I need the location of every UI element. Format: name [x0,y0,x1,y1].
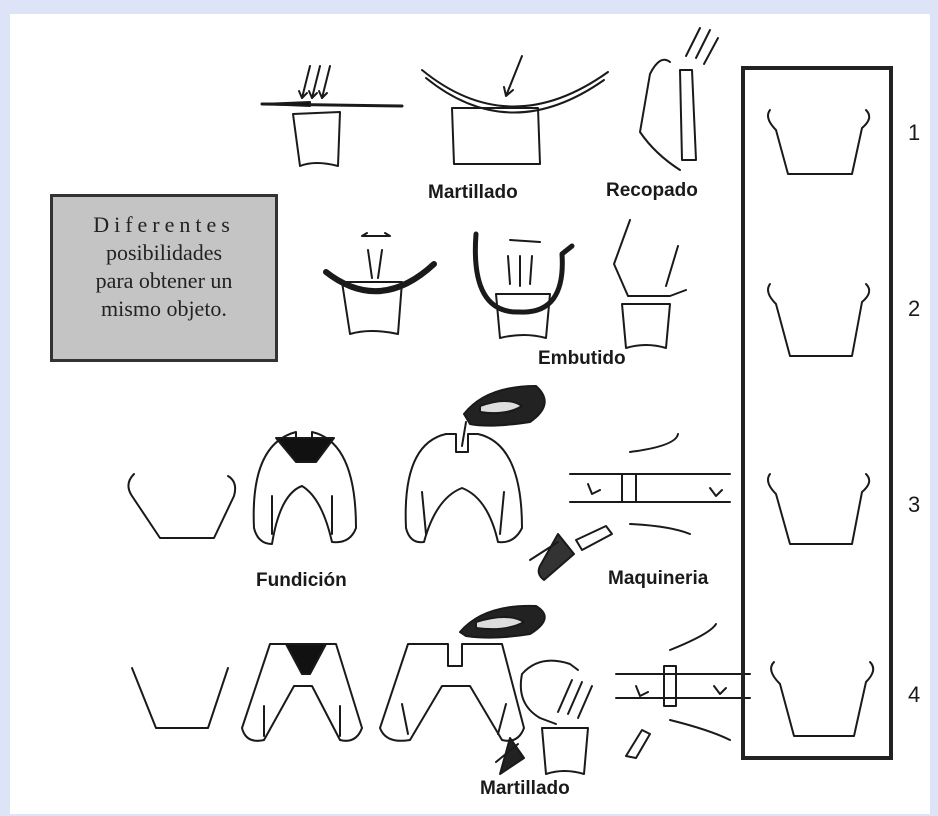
result-number-1: 1 [908,120,920,146]
label-fundicion: Fundición [256,570,347,592]
label-maquineria: Maquineria [608,568,708,590]
row1-flat-hammering [262,66,402,166]
fundicion-row3 [128,386,544,544]
results-frame [741,66,893,760]
note-line-2: posibilidades [63,239,265,267]
result-number-4: 4 [908,682,920,708]
embutido-drawings [326,220,686,348]
maquineria-row3 [530,434,730,580]
note-line-1: Diferentes [63,211,265,239]
result-number-2: 2 [908,296,920,322]
note-line-4: mismo objeto. [63,295,265,323]
result-number-3: 3 [908,492,920,518]
martillado-sheet-curve [422,56,608,164]
label-martillado-top: Martillado [428,182,518,204]
diagram-canvas: Martillado Recopado Embutido Fundición M… [10,14,930,814]
label-martillado-bottom: Martillado [480,778,570,800]
label-embutido: Embutido [538,348,626,370]
note-line-3: para obtener un [63,267,265,295]
note-box: Diferentes posibilidades para obtener un… [50,194,278,362]
row4-drawings [132,606,750,774]
label-recopado: Recopado [606,180,698,202]
recopado-shape [640,28,718,170]
